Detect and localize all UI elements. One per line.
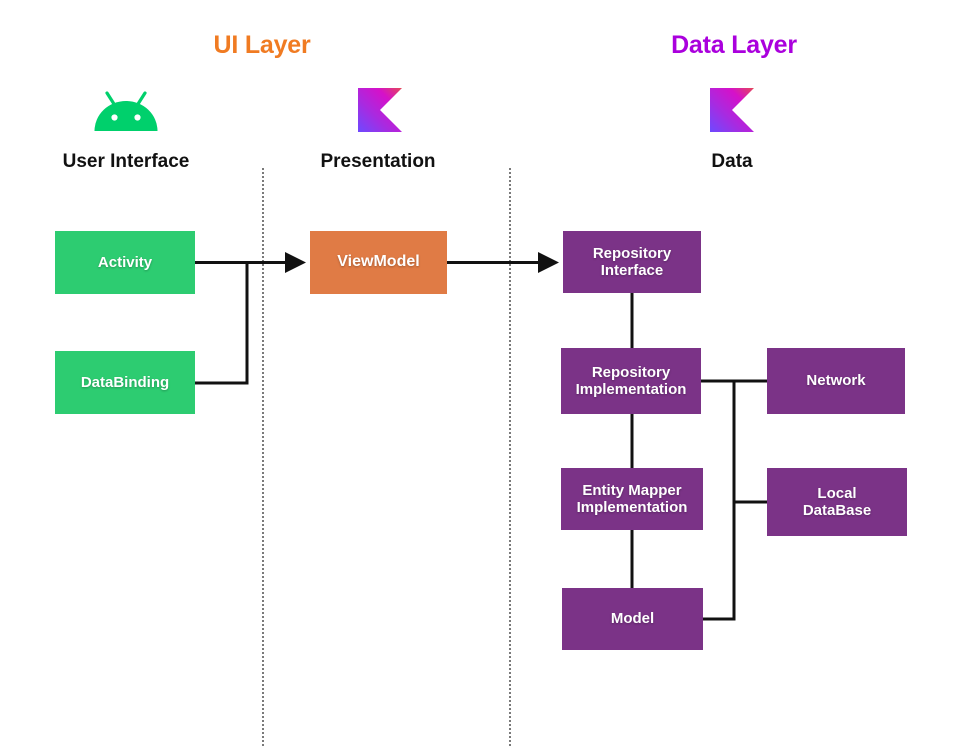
- kotlin-icon: [710, 88, 754, 132]
- node-viewmodel[interactable]: ViewModel: [310, 231, 447, 294]
- node-repository-interface[interactable]: Repository Interface: [563, 231, 701, 293]
- data-layer-title: Data Layer: [671, 31, 797, 59]
- node-repository-implementation[interactable]: Repository Implementation: [561, 348, 701, 414]
- android-icon: [93, 90, 159, 132]
- ui-layer-title: UI Layer: [213, 31, 311, 59]
- divider-ui-presentation: [262, 168, 264, 746]
- node-activity[interactable]: Activity: [55, 231, 195, 294]
- node-entity-mapper-implementation[interactable]: Entity Mapper Implementation: [561, 468, 703, 530]
- node-local-database[interactable]: Local DataBase: [767, 468, 907, 536]
- node-network[interactable]: Network: [767, 348, 905, 414]
- node-model[interactable]: Model: [562, 588, 703, 650]
- column-label-presentation: Presentation: [320, 151, 436, 172]
- node-databinding[interactable]: DataBinding: [55, 351, 195, 414]
- column-label-data: Data: [711, 151, 753, 172]
- kotlin-icon: [358, 88, 402, 132]
- divider-presentation-data: [509, 168, 511, 746]
- column-label-user-interface: User Interface: [62, 151, 190, 172]
